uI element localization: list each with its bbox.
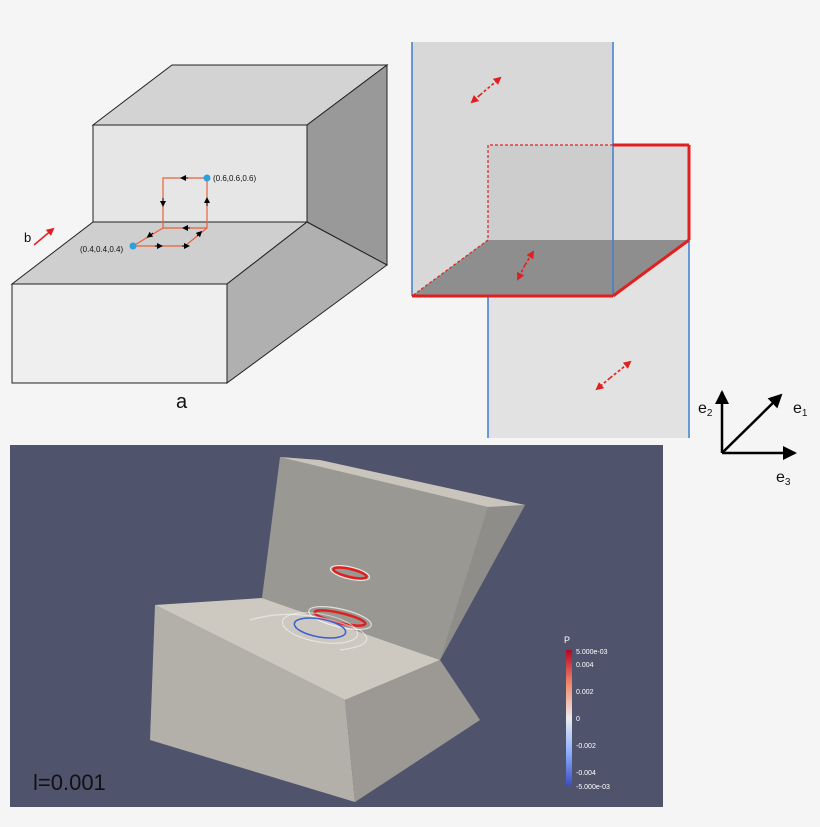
- end-point-marker: [203, 174, 211, 182]
- colorbar-max-label: 5.000e-03: [576, 649, 608, 656]
- start-point-marker: [129, 242, 137, 250]
- axis-e2-label: e2: [698, 400, 713, 419]
- colorbar-title: P: [564, 635, 570, 645]
- burgers-vector-arrow: [33, 227, 55, 246]
- simulation-parameter-label: l=0.001: [33, 770, 106, 795]
- panel-a-caption: a: [176, 391, 188, 413]
- stress-contours: [249, 565, 372, 651]
- axis-e3-label: e3: [776, 469, 791, 488]
- axis-e1-label: e1: [793, 400, 808, 419]
- axis-e1-arrow: [721, 393, 783, 454]
- colorbar-tick: -0.002: [576, 743, 596, 750]
- horizontal-slip-plane: [412, 240, 689, 296]
- sim-back-wall-top: [280, 457, 525, 507]
- colorbar-tick: -0.004: [576, 770, 596, 777]
- panel-b-planes: [411, 42, 691, 438]
- upper-block-front-face: [92, 124, 308, 223]
- shear-direction-arrows: [470, 76, 632, 391]
- sim-front-face: [150, 605, 355, 802]
- panel-a-block: [10, 64, 389, 384]
- raised-box-region: [488, 145, 689, 240]
- colorbar-min-label: -5.000e-03: [576, 784, 610, 791]
- colorbar-tick: 0: [576, 716, 580, 723]
- lower-block-front-face: [11, 283, 228, 384]
- burgers-vector-label: b: [24, 230, 31, 245]
- loop-direction-arrows: [146, 175, 210, 249]
- coordinate-axes: [715, 390, 797, 460]
- start-point-label: (0.4,0.4,0.4): [80, 245, 123, 254]
- sim-step-top-face: [155, 598, 440, 700]
- colorbar-gradient: [566, 650, 572, 786]
- end-point-label: (0.6,0.6,0.6): [213, 174, 256, 183]
- colorbar-tick: 0.004: [576, 662, 594, 669]
- colorbar-tick: 0.002: [576, 689, 594, 696]
- colorbar: P 5.000e-03 0.004 0.002 0 -0.002 -0.004 …: [564, 635, 610, 791]
- simulation-panel: l=0.001 P 5.000e-03 0.004 0.002 0 -0.002…: [10, 445, 663, 807]
- sim-front-right-face: [345, 660, 480, 802]
